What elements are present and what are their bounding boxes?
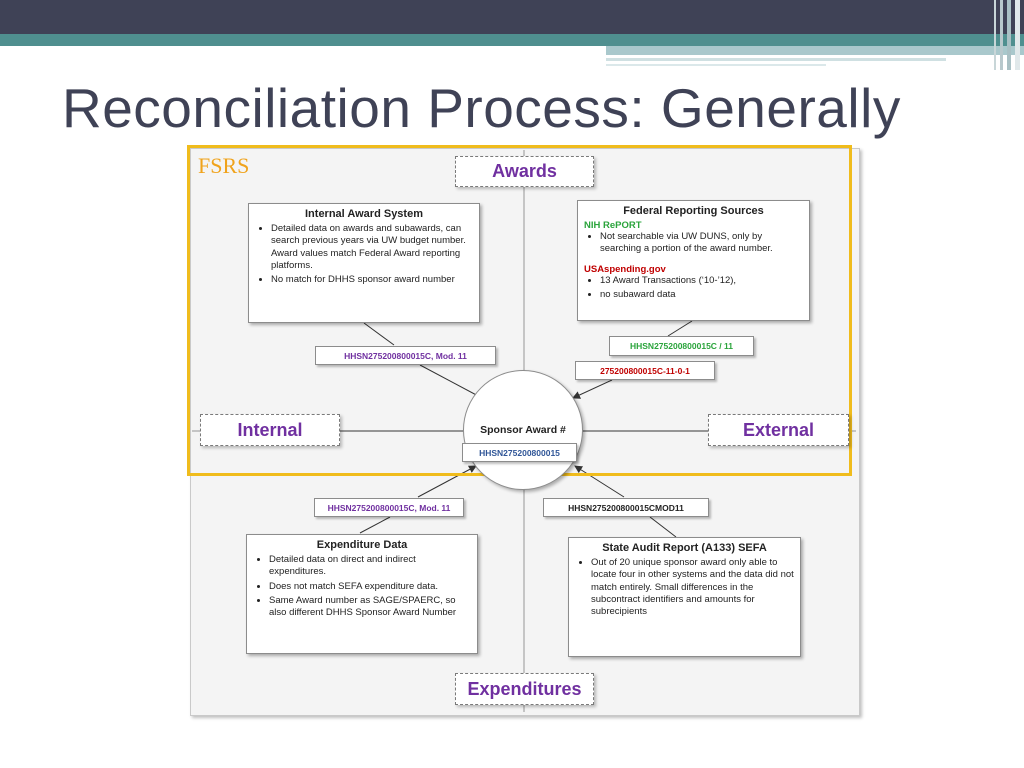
usaspending-bullet: no subaward data <box>600 289 803 301</box>
header-stripes <box>990 0 1024 768</box>
nih-report-bullet: Not searchable via UW DUNS, only by sear… <box>600 231 803 256</box>
connector-sefa <box>649 516 677 538</box>
sponsor-award-number: HHSN275200800015 <box>462 443 577 462</box>
connector-federal <box>667 320 693 337</box>
arrow-sefa <box>574 465 625 498</box>
expenditure-bullet: Does not match SEFA expenditure data. <box>269 581 471 593</box>
arrow-federal <box>572 379 613 399</box>
tag-usaspending-award-number: 275200800015C-11-0-1 <box>575 361 715 380</box>
state-audit-bullet: Out of 20 unique sponsor award only able… <box>591 557 794 619</box>
arrow-internal-award <box>419 364 483 399</box>
axis-label-internal: Internal <box>200 414 340 446</box>
expenditure-data-box: Expenditure Data Detailed data on direct… <box>246 534 478 654</box>
internal-award-bullet: Detailed data on awards and subawards, c… <box>271 223 473 272</box>
connector-internal-award <box>363 322 395 346</box>
internal-award-bullet: No match for DHHS sponsor award number <box>271 274 473 286</box>
fsrs-label: FSRS <box>198 153 250 178</box>
nih-report-label: NIH RePORT <box>584 220 642 231</box>
axis-label-expenditures: Expenditures <box>455 673 594 705</box>
axis-label-external: External <box>708 414 849 446</box>
expenditure-data-title: Expenditure Data <box>316 539 408 551</box>
federal-reporting-sources-title: Federal Reporting Sources <box>623 205 764 217</box>
federal-reporting-sources-box: Federal Reporting Sources NIH RePORT Not… <box>577 200 810 321</box>
header-band-light-2 <box>606 58 946 61</box>
arrow-expenditure <box>417 465 477 498</box>
tag-nih-award-number: HHSN275200800015C / 11 <box>609 336 754 356</box>
tag-sefa-award-number: HHSN275200800015CMOD11 <box>543 498 709 517</box>
header-band-dark <box>0 0 1024 34</box>
internal-award-system-title: Internal Award System <box>305 208 423 220</box>
sponsor-award-label: Sponsor Award # <box>480 424 566 436</box>
internal-award-system-box: Internal Award System Detailed data on a… <box>248 203 480 323</box>
state-audit-report-box: State Audit Report (A133) SEFA Out of 20… <box>568 537 801 657</box>
state-audit-report-title: State Audit Report (A133) SEFA <box>602 542 767 554</box>
usaspending-bullet: 13 Award Transactions (‘10-’12), <box>600 275 803 287</box>
header-band-teal <box>0 34 1024 46</box>
header-band-light <box>606 46 1024 55</box>
axis-label-awards: Awards <box>455 156 594 187</box>
tag-internal-award-number: HHSN275200800015C, Mod. 11 <box>315 346 496 365</box>
usaspending-label: USAspending.gov <box>584 263 666 275</box>
slide-title: Reconciliation Process: Generally <box>62 77 901 139</box>
expenditure-bullet: Detailed data on direct and indirect exp… <box>269 554 471 579</box>
expenditure-bullet: Same Award number as SAGE/SPAERC, so als… <box>269 595 471 620</box>
connector-expenditure <box>359 516 391 534</box>
tag-expenditure-award-number: HHSN275200800015C, Mod. 11 <box>314 498 464 517</box>
header-band-light-3 <box>606 64 826 66</box>
sponsor-award-circle <box>463 370 583 490</box>
